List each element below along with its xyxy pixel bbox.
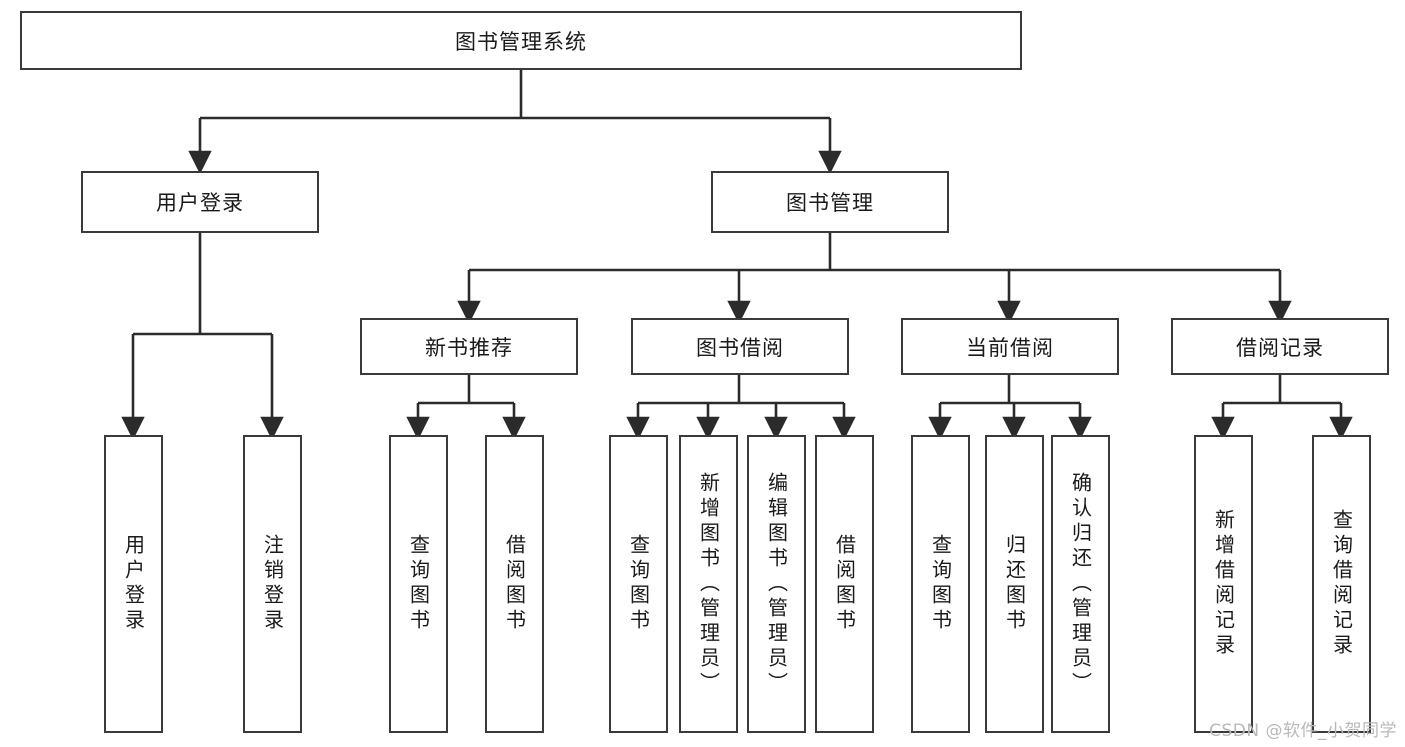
node-label: 当前借阅 xyxy=(966,335,1054,360)
node-label: 确认归还（管理员） xyxy=(1068,471,1093,697)
node-label: 新增借阅记录 xyxy=(1211,509,1236,659)
node-label: 归还图书 xyxy=(1002,534,1027,634)
node-leaf-borrow-book-recommend[interactable]: 借阅图书 xyxy=(485,435,544,733)
node-label: 新书推荐 xyxy=(425,335,513,360)
watermark: CSDN @软件_小贺同学 xyxy=(1209,721,1397,741)
node-leaf-borrow-book[interactable]: 借阅图书 xyxy=(815,435,874,733)
node-current-borrow[interactable]: 当前借阅 xyxy=(901,318,1119,375)
node-book-borrow[interactable]: 图书借阅 xyxy=(631,318,849,375)
node-book-management[interactable]: 图书管理 xyxy=(711,171,949,233)
node-label: 图书管理 xyxy=(786,191,874,215)
node-label: 查询借阅记录 xyxy=(1329,509,1354,659)
node-user-login[interactable]: 用户登录 xyxy=(81,171,319,233)
node-label: 注销登录 xyxy=(260,534,285,634)
node-label: 新增图书（管理员） xyxy=(696,471,721,697)
node-leaf-query-book-borrow[interactable]: 查询图书 xyxy=(609,435,668,733)
node-label: 用户登录 xyxy=(121,534,146,634)
node-label: 用户登录 xyxy=(156,191,244,215)
node-leaf-return-book[interactable]: 归还图书 xyxy=(985,435,1044,733)
node-label: 借阅图书 xyxy=(832,534,857,634)
node-label: 查询图书 xyxy=(626,534,651,634)
node-label: 图书管理系统 xyxy=(455,29,587,54)
node-label: 借阅图书 xyxy=(502,534,527,634)
node-label: 查询图书 xyxy=(406,534,431,634)
node-label: 查询图书 xyxy=(928,534,953,634)
node-leaf-query-borrow-record[interactable]: 查询借阅记录 xyxy=(1312,435,1371,733)
node-leaf-query-book-recommend[interactable]: 查询图书 xyxy=(389,435,448,733)
node-leaf-edit-book-admin[interactable]: 编辑图书（管理员） xyxy=(747,435,806,733)
node-label: 编辑图书（管理员） xyxy=(764,471,789,697)
node-borrow-record[interactable]: 借阅记录 xyxy=(1171,318,1389,375)
node-leaf-confirm-return-admin[interactable]: 确认归还（管理员） xyxy=(1051,435,1110,733)
node-leaf-add-book-admin[interactable]: 新增图书（管理员） xyxy=(679,435,738,733)
node-new-book-recommend[interactable]: 新书推荐 xyxy=(360,318,578,375)
node-label: 图书借阅 xyxy=(696,335,784,360)
node-leaf-logout[interactable]: 注销登录 xyxy=(243,435,302,733)
node-leaf-user-login[interactable]: 用户登录 xyxy=(104,435,163,733)
node-leaf-add-borrow-record[interactable]: 新增借阅记录 xyxy=(1194,435,1253,733)
node-leaf-query-book-current[interactable]: 查询图书 xyxy=(911,435,970,733)
node-label: 借阅记录 xyxy=(1236,335,1324,360)
node-root-book-management-system[interactable]: 图书管理系统 xyxy=(20,11,1022,70)
